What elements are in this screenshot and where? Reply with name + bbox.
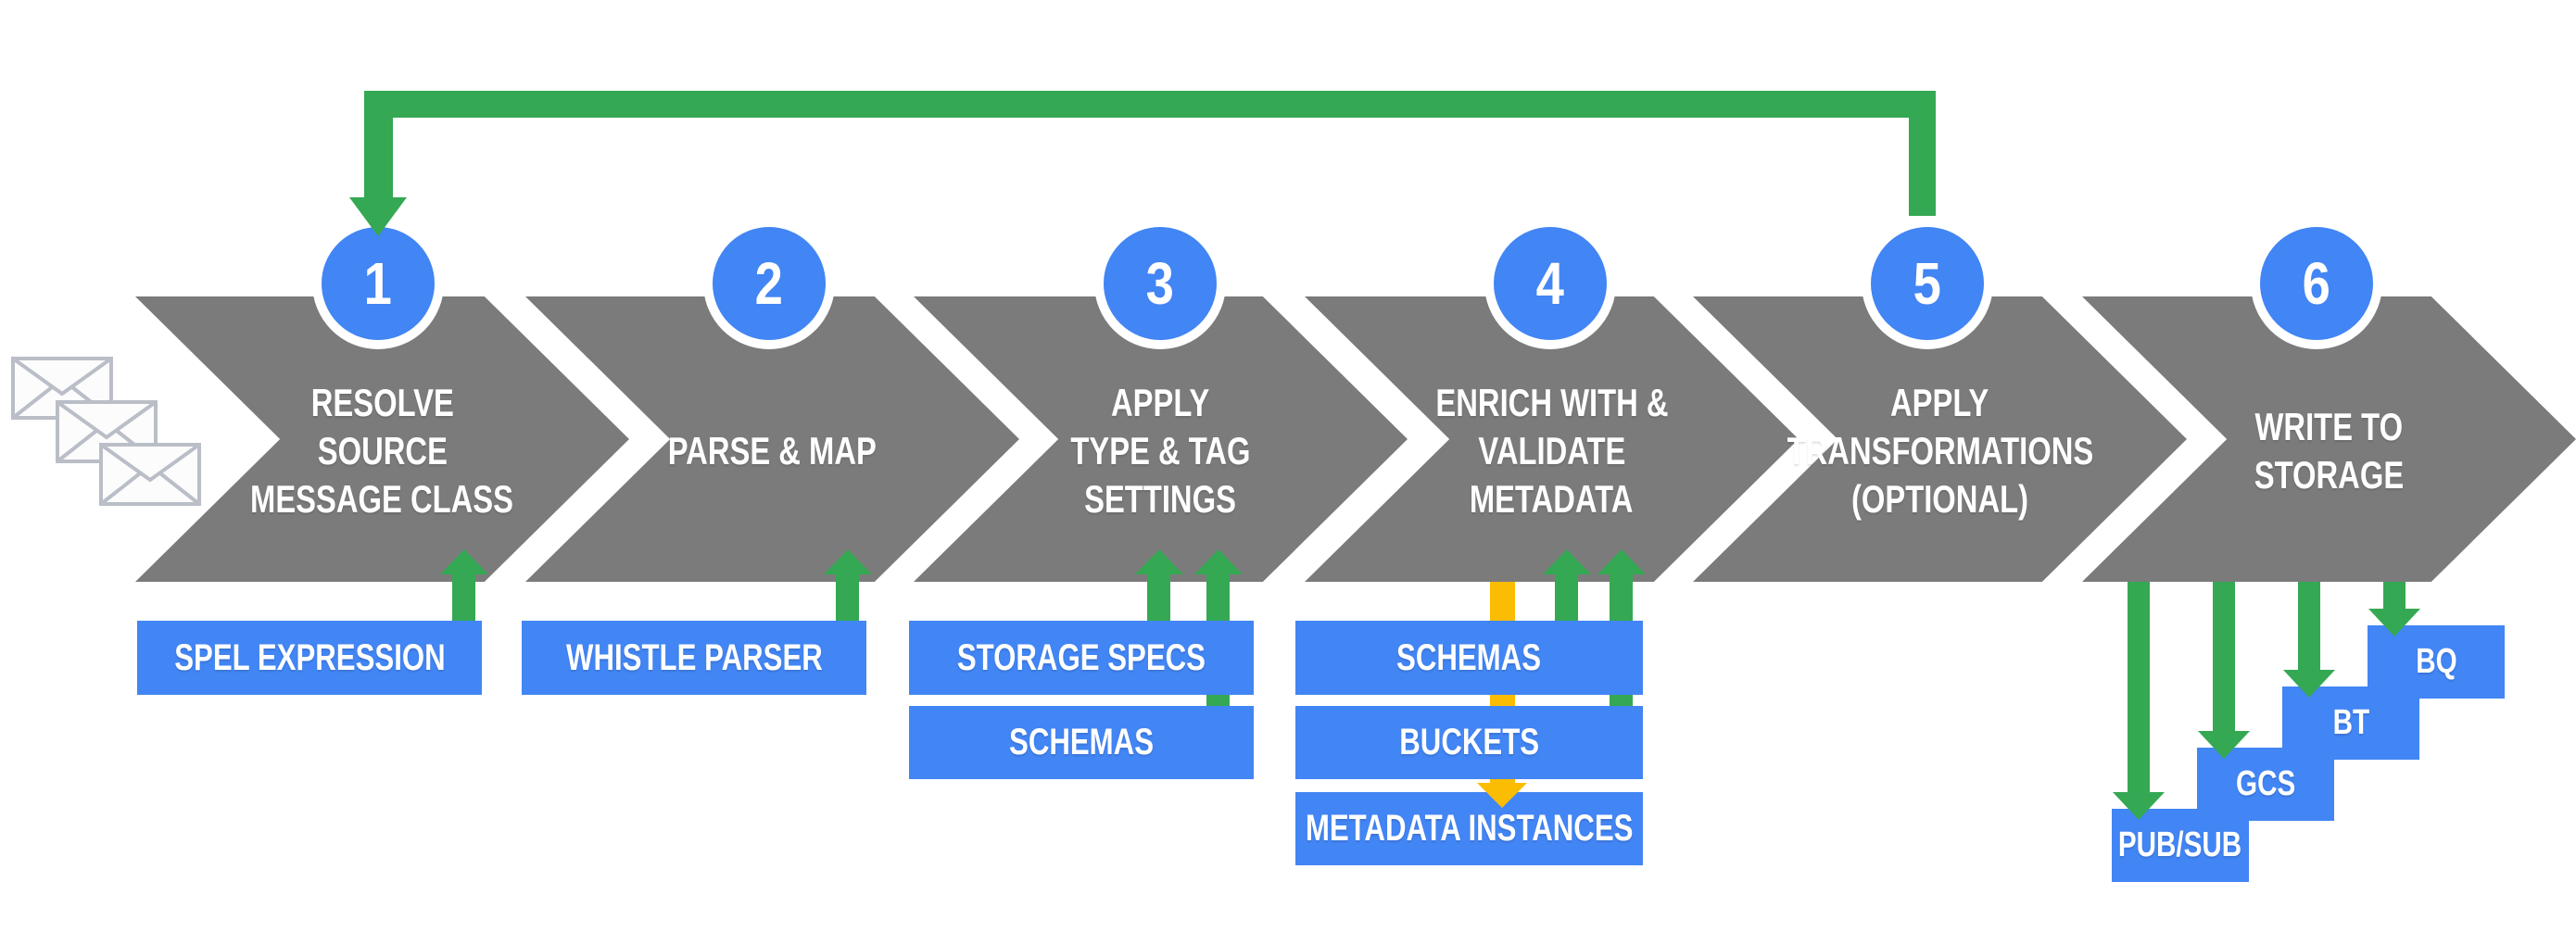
label-metadata-instances: METADATA INSTANCES — [1295, 792, 1643, 865]
step-5-line: APPLY — [1890, 381, 1989, 424]
label-buckets: BUCKETS — [1295, 706, 1643, 779]
step-3-line: SETTINGS — [1084, 477, 1237, 521]
label-schemas-step4: SCHEMAS — [1295, 621, 1643, 695]
label-storage-specs: STORAGE SPECS — [909, 621, 1254, 695]
step-1-line: SOURCE — [317, 429, 448, 472]
step-3-number: 3 — [1145, 250, 1175, 317]
spel-up-arrow-shaft — [452, 574, 475, 623]
loop-arrow-right-rise — [1909, 118, 1936, 216]
step-4-line: VALIDATE — [1478, 429, 1625, 472]
bq-down-arrow-shaft — [2383, 582, 2406, 609]
output-gcs: GCS — [2197, 748, 2334, 821]
step-2-badge: 2 — [703, 218, 835, 349]
pubsub-down-arrow-shaft — [2128, 582, 2150, 792]
step-5-badge: 5 — [1862, 218, 1993, 349]
step-6-line: WRITE TO — [2254, 405, 2404, 448]
step-5-line: TRANSFORMATIONS — [1787, 429, 2093, 472]
step-5-line: (OPTIONAL) — [1850, 477, 2029, 521]
label-whistle-parser: WHISTLE PARSER — [522, 621, 866, 695]
label-schemas-step3: SCHEMAS — [909, 706, 1254, 779]
bt-down-arrow-shaft — [2298, 582, 2320, 670]
step-6-line: STORAGE — [2254, 453, 2405, 497]
label-storage-specs-text: STORAGE SPECS — [956, 636, 1206, 678]
step-2-line: PARSE & MAP — [667, 429, 878, 472]
label-schemas-step4-text: SCHEMAS — [1396, 636, 1542, 678]
step-6-number: 6 — [2302, 250, 2331, 317]
schemas4-up-arrow-shaft — [1555, 574, 1578, 623]
label-spel-expression: SPEL EXPRESSION — [137, 621, 482, 695]
output-bt: BT — [2282, 686, 2419, 760]
loop-arrow-top-bar — [364, 91, 1936, 118]
step-4-line: ENRICH WITH & — [1434, 381, 1669, 424]
step-4-caption: ENRICH WITH & VALIDATE METADATA — [1305, 296, 1799, 582]
step-4-badge: 4 — [1484, 218, 1616, 349]
storage-specs-up-arrow-shaft — [1147, 574, 1170, 623]
label-schemas-step3-text: SCHEMAS — [1008, 722, 1155, 762]
step-5-caption: APPLY TRANSFORMATIONS (OPTIONAL) — [1693, 296, 2187, 582]
label-spel-expression-text: SPEL EXPRESSION — [173, 636, 446, 678]
step-1-number: 1 — [363, 250, 393, 317]
output-bq-text: BQ — [2415, 642, 2457, 681]
envelope-icon — [99, 443, 201, 506]
step-6-badge: 6 — [2251, 218, 2382, 349]
whistle-up-arrow-shaft — [836, 574, 859, 623]
output-pubsub-text: PUB/SUB — [2118, 825, 2242, 864]
label-metadata-instances-text: METADATA INSTANCES — [1305, 808, 1634, 849]
step-1-caption: RESOLVE SOURCE MESSAGE CLASS — [135, 296, 629, 582]
step-1-badge: 1 — [312, 218, 444, 349]
step-3-badge: 3 — [1094, 218, 1226, 349]
label-whistle-parser-text: WHISTLE PARSER — [565, 636, 823, 678]
step-3-line: TYPE & TAG — [1070, 429, 1251, 472]
step-3-caption: APPLY TYPE & TAG SETTINGS — [914, 296, 1408, 582]
step-1-line: RESOLVE — [310, 381, 454, 424]
gcs-down-arrow-shaft — [2213, 582, 2235, 731]
step-3-line: APPLY — [1111, 381, 1210, 424]
step-2-number: 2 — [754, 250, 784, 317]
label-buckets-text: BUCKETS — [1399, 722, 1539, 762]
step-4-line: METADATA — [1470, 477, 1634, 521]
step-2-caption: PARSE & MAP — [525, 296, 1019, 582]
output-pubsub: PUB/SUB — [2112, 809, 2249, 882]
step-6-caption: WRITE TO STORAGE — [2082, 296, 2576, 582]
output-gcs-text: GCS — [2235, 764, 2296, 803]
step-1-line: MESSAGE CLASS — [250, 477, 514, 521]
loop-arrow-left-drop — [364, 91, 393, 197]
output-bq: BQ — [2368, 625, 2505, 699]
step-4-number: 4 — [1535, 250, 1565, 317]
output-bt-text: BT — [2332, 703, 2369, 742]
step-5-number: 5 — [1913, 250, 1942, 317]
